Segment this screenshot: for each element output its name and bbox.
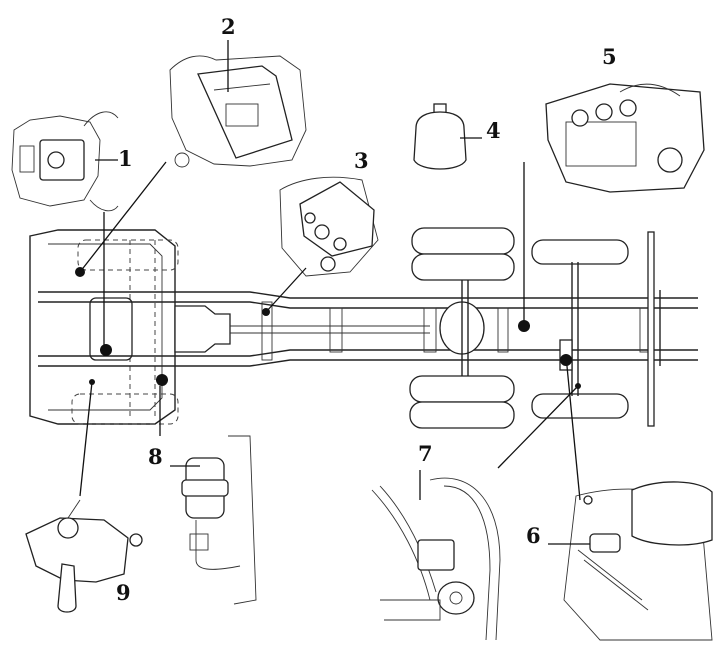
component-3-sketch	[279, 176, 379, 277]
callout-1: 1	[118, 146, 133, 171]
callout-5: 5	[602, 44, 617, 69]
callout-2: 2	[221, 14, 236, 39]
component-8-sketch	[170, 435, 257, 605]
callout-6: 6	[526, 523, 541, 548]
component-1-sketch	[11, 111, 119, 212]
leader-dots	[75, 267, 581, 389]
component-4-sketch	[413, 103, 482, 170]
component-5-sketch	[545, 83, 705, 193]
component-9-sketch	[25, 499, 143, 613]
callout-7: 7	[418, 441, 433, 466]
callout-8: 8	[148, 444, 163, 469]
chassis-outline	[29, 227, 698, 429]
component-2-sketch	[169, 40, 307, 168]
component-6-sketch	[548, 481, 713, 641]
leader-lines	[79, 161, 581, 501]
callout-4: 4	[486, 118, 501, 143]
callout-3: 3	[354, 148, 369, 173]
callout-9: 9	[116, 580, 131, 605]
component-7-sketch	[371, 470, 501, 641]
